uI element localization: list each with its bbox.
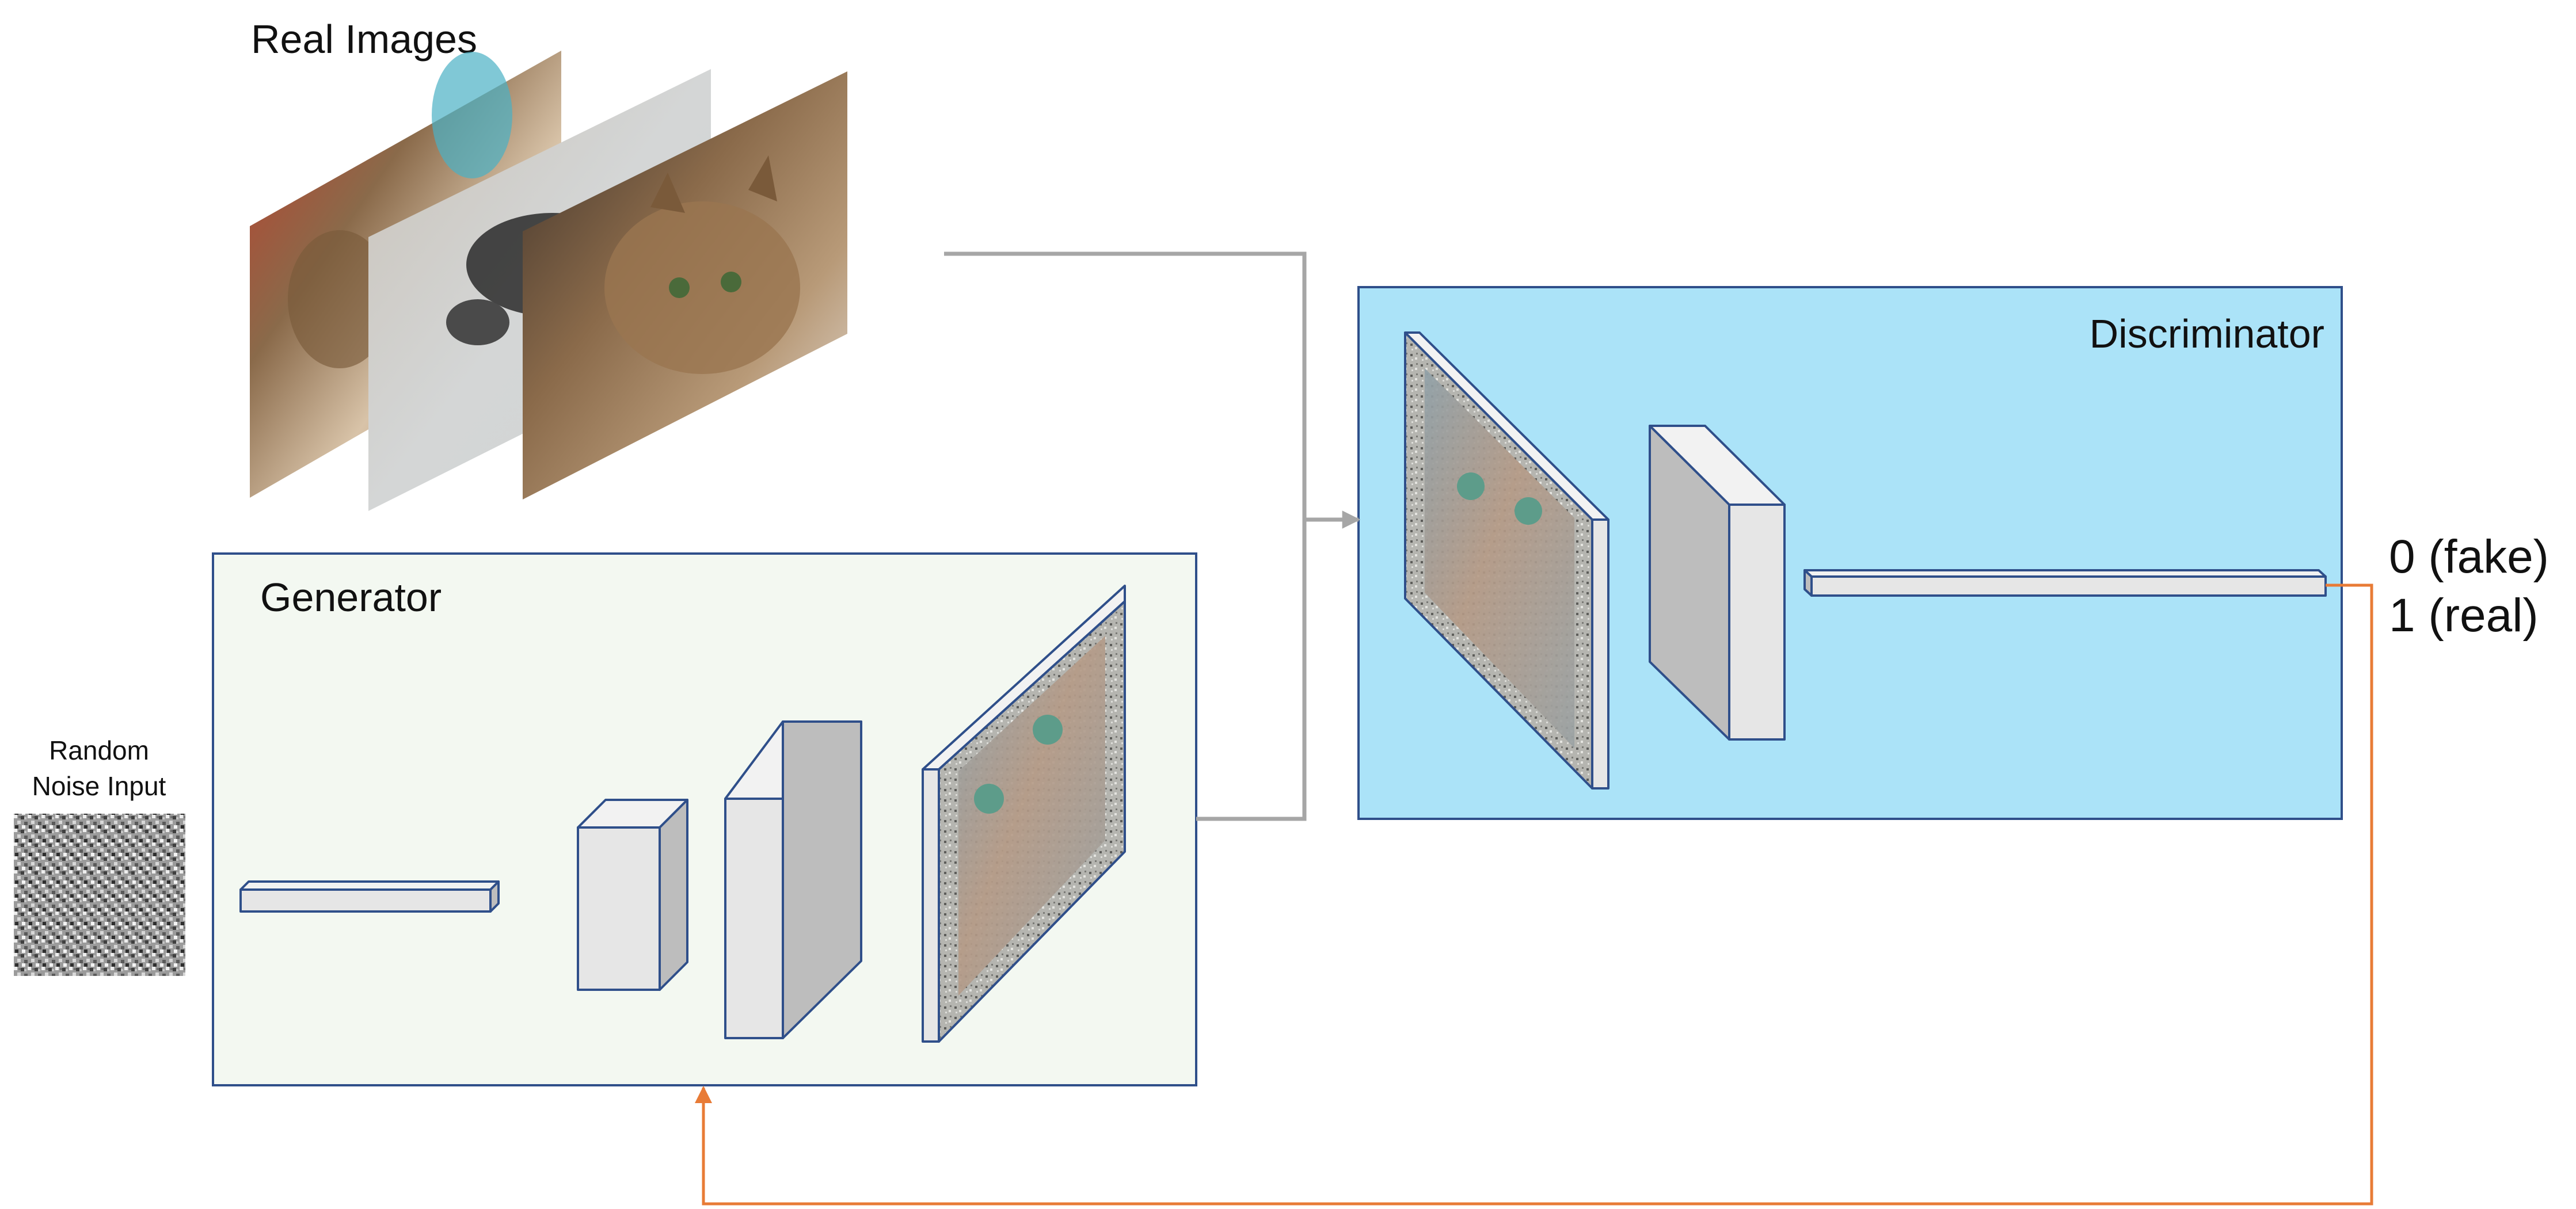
generator-layer-1 — [239, 880, 500, 913]
noise-label-line-2: Noise Input — [32, 771, 166, 801]
generator-layer-3 — [724, 720, 862, 1039]
discriminator-layer-2 — [1649, 425, 1786, 741]
generator-output-arrow — [1196, 520, 1307, 821]
feedback-arrow — [695, 583, 2373, 1206]
noise-input-icon — [14, 814, 185, 976]
real-photos-icon — [250, 51, 847, 511]
output-real-label: 1 (real) — [2389, 589, 2539, 642]
discriminator-layer-3 — [1803, 569, 2327, 597]
discriminator-label: Discriminator — [2090, 311, 2324, 356]
generator-label: Generator — [260, 575, 442, 620]
real-images-label: Real Images — [251, 17, 477, 62]
real-images-arrow — [944, 251, 1361, 529]
output-fake-label: 0 (fake) — [2389, 531, 2549, 583]
noise-label-line-1: Random — [49, 735, 149, 765]
generator-layer-2 — [577, 799, 688, 991]
discriminator-input-image — [1404, 331, 1609, 790]
generated-image-icon — [922, 585, 1126, 1043]
